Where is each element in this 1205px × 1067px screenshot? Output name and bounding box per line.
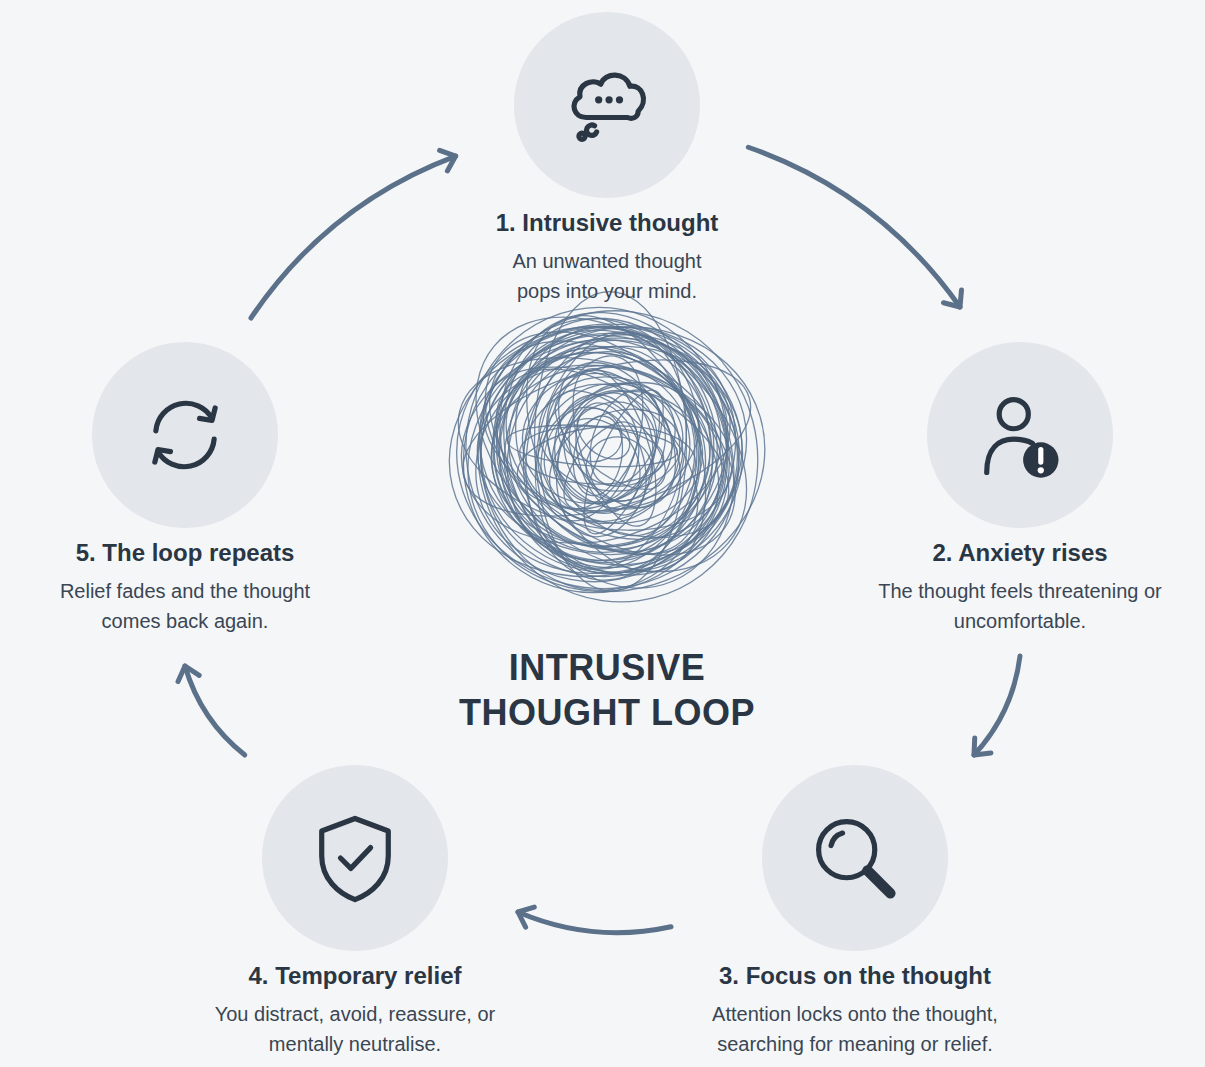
scribble-stroke <box>427 265 797 623</box>
cycle-step: 3. Focus on the thoughtAttention locks o… <box>685 765 1025 1059</box>
thought-cloud-icon <box>555 53 659 157</box>
icon-circle <box>92 342 278 528</box>
step-heading: 5. The loop repeats <box>76 538 295 568</box>
scribble-stroke <box>531 368 690 501</box>
scribble-stroke <box>506 420 679 472</box>
icon-circle <box>514 12 700 198</box>
scribble-stroke <box>534 342 699 528</box>
cycle-arrow <box>974 656 1020 755</box>
scribble-stroke <box>412 275 779 644</box>
cycle-arrow <box>748 147 960 307</box>
scribble-stroke <box>458 289 774 607</box>
scribble-stroke <box>452 286 759 594</box>
cycle-arrow <box>185 666 245 755</box>
step-heading: 3. Focus on the thought <box>719 961 991 991</box>
scribble-stroke <box>450 297 775 599</box>
cycle-step: 5. The loop repeatsRelief fades and the … <box>35 342 335 636</box>
scribble-stroke <box>518 338 719 538</box>
scribble-stroke <box>510 355 709 553</box>
scribble-stroke <box>471 326 736 586</box>
step-description: You distract, avoid, reassure, or mental… <box>210 999 500 1059</box>
diagram-title: INTRUSIVE THOUGHT LOOP <box>447 645 767 735</box>
icon-circle <box>927 342 1113 528</box>
step-description: The thought feels threatening or uncomfo… <box>870 576 1170 636</box>
scribble-stroke <box>443 285 751 604</box>
cycle-step: 1. Intrusive thought An unwanted thought … <box>496 12 719 306</box>
cycle-step: 2. Anxiety risesThe thought feels threat… <box>870 342 1170 636</box>
step-heading: 2. Anxiety rises <box>932 538 1107 568</box>
cycle-arrows-icon <box>133 383 237 487</box>
tangle-scribble <box>412 265 798 644</box>
scribble-stroke <box>445 331 768 545</box>
cycle-arrow <box>518 912 671 933</box>
step-description: An unwanted thought pops into your mind. <box>499 246 714 306</box>
icon-circle <box>262 765 448 951</box>
cycle-step: 4. Temporary reliefYou distract, avoid, … <box>210 765 500 1059</box>
scribble-stroke <box>483 296 749 581</box>
step-heading: 1. Intrusive thought <box>496 208 719 238</box>
scribble-stroke <box>445 278 790 621</box>
cycle-arrow <box>251 156 456 318</box>
scribble-stroke <box>451 306 748 606</box>
scribble-stroke <box>539 373 681 507</box>
magnifier-icon <box>803 806 907 910</box>
shield-check-icon <box>303 806 407 910</box>
step-heading: 4. Temporary relief <box>249 961 462 991</box>
alert-person-icon <box>968 383 1072 487</box>
step-description: Attention locks onto the thought, search… <box>685 999 1025 1059</box>
scribble-stroke <box>439 310 753 572</box>
icon-circle <box>762 765 948 951</box>
step-description: Relief fades and the thought comes back … <box>35 576 335 636</box>
